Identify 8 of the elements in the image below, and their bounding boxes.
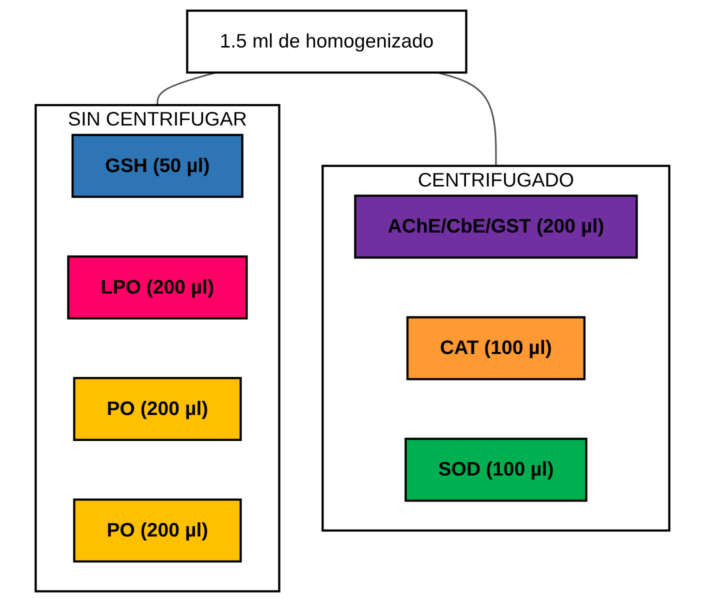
- node-box: PO (200 µl): [72, 498, 242, 563]
- node-box: AChE/CbE/GST (200 µl): [354, 194, 638, 259]
- node-box: LPO (200 µl): [66, 255, 248, 320]
- node-box: 1.5 ml de homogenizado: [186, 10, 467, 74]
- node-box: CAT (100 µl): [406, 316, 586, 380]
- node-box: PO (200 µl): [72, 376, 242, 441]
- node-box: SOD (100 µl): [404, 438, 587, 502]
- node-box: GSH (50 µl): [71, 134, 243, 198]
